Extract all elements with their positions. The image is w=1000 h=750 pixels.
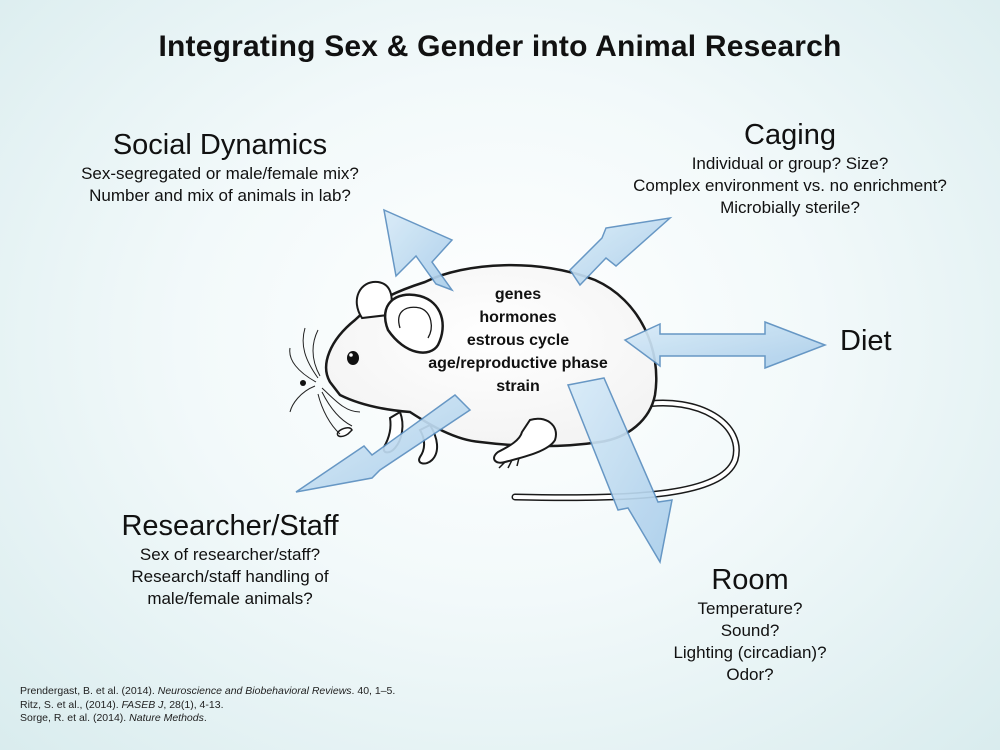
researcher-staff-heading: Researcher/Staff xyxy=(121,510,339,542)
reference-item: Sorge, R. et al. (2014). Nature Methods. xyxy=(20,712,395,726)
factor-item: strain xyxy=(496,378,540,395)
arrow-researcher xyxy=(295,394,472,493)
caging-line: Microbially sterile? xyxy=(720,198,860,217)
room-heading: Room xyxy=(711,564,789,596)
arrow-caging xyxy=(569,216,673,287)
diet-heading: Diet xyxy=(840,325,892,357)
room-line: Odor? xyxy=(726,665,774,684)
researcher-staff-section: Researcher/Staff Sex of researcher/staff… xyxy=(30,508,430,610)
social-dynamics-line: Sex-segregated or male/female mix? xyxy=(81,164,359,183)
researcher-staff-line: Research/staff handling of xyxy=(131,567,329,586)
caging-heading: Caging xyxy=(744,119,836,151)
room-line: Sound? xyxy=(720,621,780,640)
arrow-room xyxy=(566,377,673,565)
page-title: Integrating Sex & Gender into Animal Res… xyxy=(158,30,842,63)
factor-item: genes xyxy=(494,286,542,303)
mouse-factors-list: genes hormones estrous cycle age/reprodu… xyxy=(398,283,638,398)
reference-journal: Nature Methods xyxy=(129,712,204,724)
reference-authors: Sorge, R. et al. (2014). xyxy=(20,712,130,724)
reference-details: , 28(1), 4-13. xyxy=(163,698,224,711)
mouse-eye xyxy=(347,351,359,365)
researcher-staff-line: Sex of researcher/staff? xyxy=(139,545,321,564)
reference-authors: Ritz, S. et al., (2014). xyxy=(20,698,122,711)
factor-item: hormones xyxy=(479,309,557,326)
reference-item: Ritz, S. et al., (2014). FASEB J, 28(1),… xyxy=(20,699,395,713)
social-dynamics-heading: Social Dynamics xyxy=(112,129,328,161)
social-dynamics-line: Number and mix of animals in lab? xyxy=(89,186,351,205)
factor-item: estrous cycle xyxy=(466,332,570,349)
reference-item: Prendergast, B. et al. (2014). Neuroscie… xyxy=(20,685,395,699)
room-line: Lighting (circadian)? xyxy=(673,643,827,662)
arrow-diet xyxy=(623,320,828,370)
reference-authors: Prendergast, B. et al. (2014). xyxy=(20,685,158,697)
reference-details: . 40, 1–5. xyxy=(351,685,396,697)
caging-line: Individual or group? Size? xyxy=(691,154,889,173)
mouse-whiskers xyxy=(289,327,361,435)
reference-journal: FASEB J xyxy=(121,698,164,711)
room-section: Room Temperature? Sound? Lighting (circa… xyxy=(620,562,880,686)
reference-journal: Neuroscience and Biobehavioral Reviews xyxy=(157,685,352,697)
arrow-social-dynamics xyxy=(383,208,455,292)
social-dynamics-section: Social Dynamics Sex-segregated or male/f… xyxy=(20,127,420,207)
researcher-staff-line: male/female animals? xyxy=(147,589,313,608)
mouse-nose xyxy=(300,380,306,386)
caging-line: Complex environment vs. no enrichment? xyxy=(633,176,947,195)
caging-section: Caging Individual or group? Size? Comple… xyxy=(590,117,990,219)
reference-details: . xyxy=(203,712,207,724)
room-line: Temperature? xyxy=(697,599,803,618)
factor-item: age/reproductive phase xyxy=(428,355,608,372)
references: Prendergast, B. et al. (2014). Neuroscie… xyxy=(20,685,395,726)
